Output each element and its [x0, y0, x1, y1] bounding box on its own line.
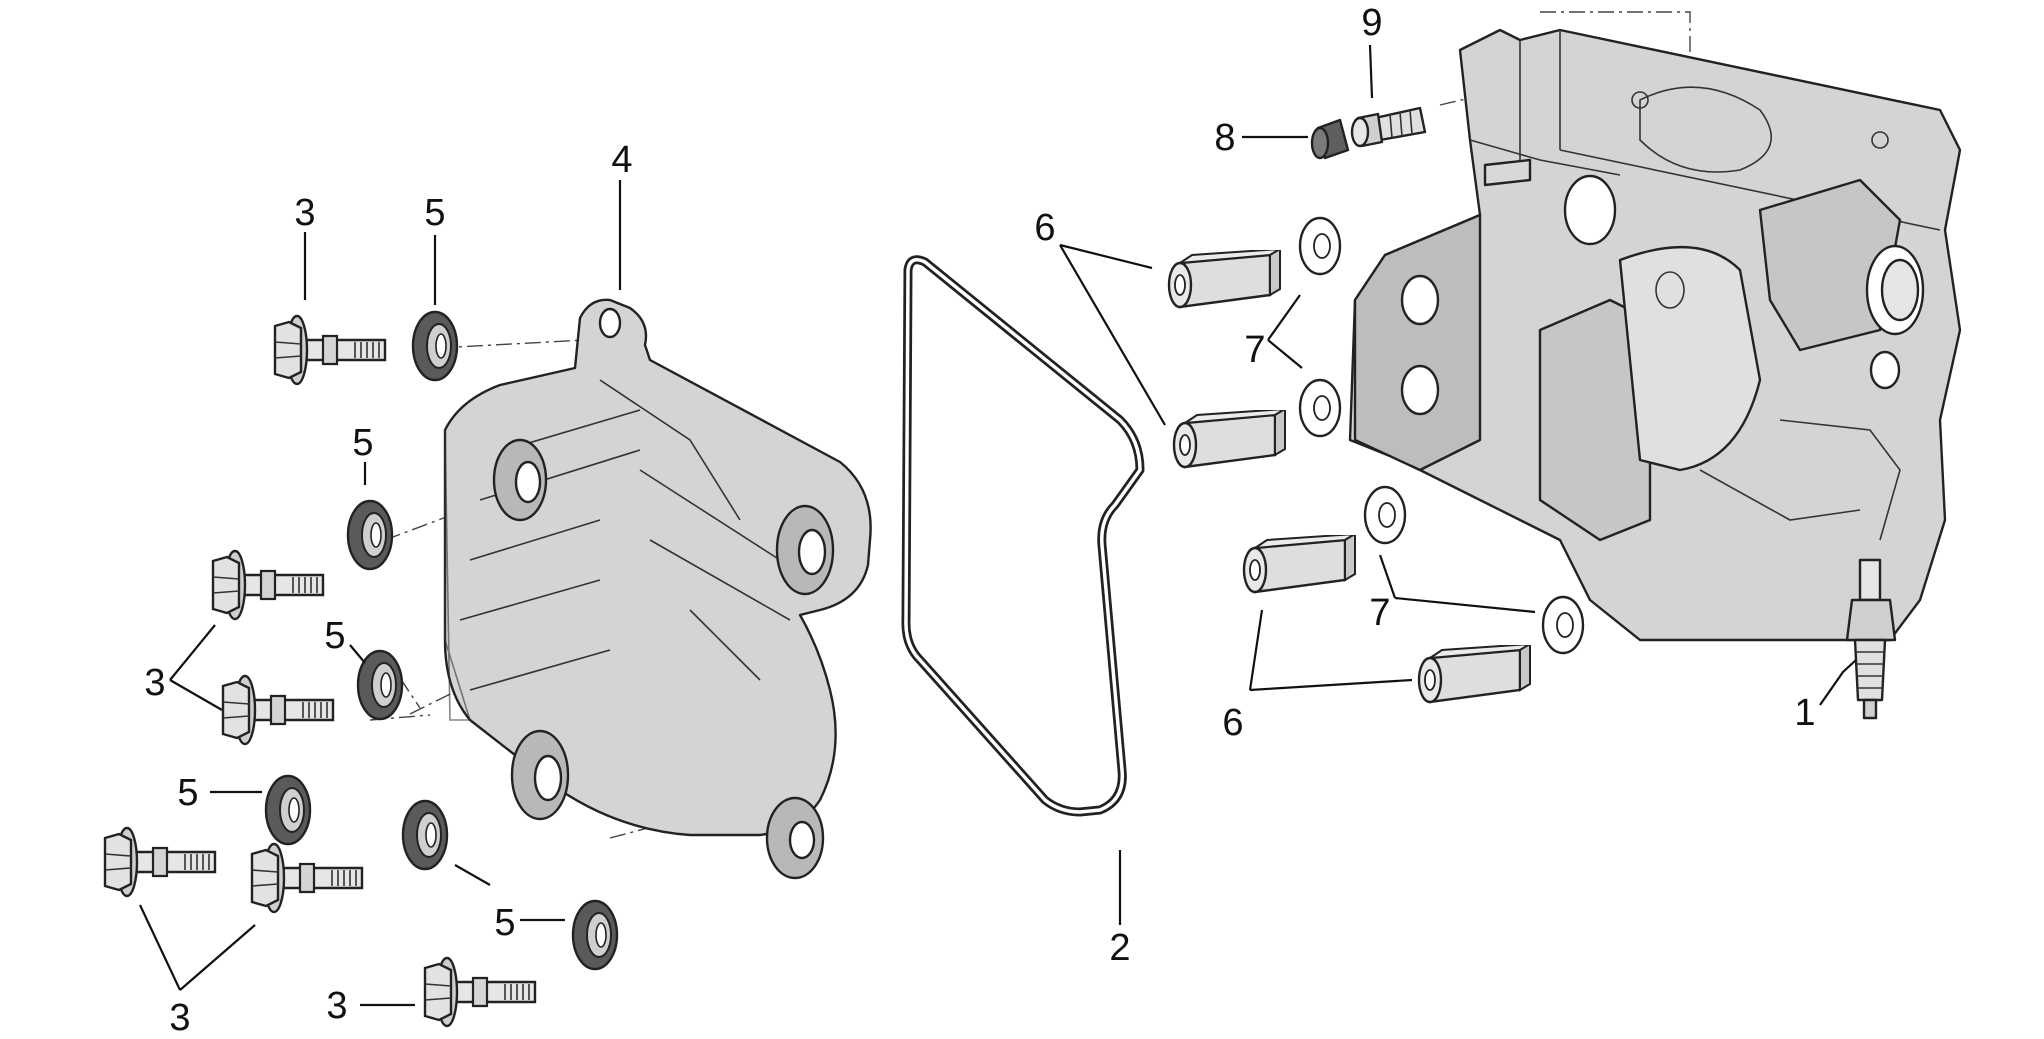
callout-1: 1	[1794, 692, 1815, 734]
callout-3-left: 3	[144, 662, 165, 704]
callout-5-upper-left: 5	[352, 422, 373, 464]
head-cover	[443, 298, 872, 880]
callout-labels: 1 2 3 3 3 3 4 5 5 5 5 5 6 6 7 7 8 9	[144, 2, 1815, 1039]
callout-7-upper: 7	[1244, 329, 1265, 371]
callout-6-upper: 6	[1034, 207, 1055, 249]
callout-5-middle-left: 5	[324, 615, 345, 657]
callout-2: 2	[1109, 927, 1130, 969]
callout-3-top: 3	[294, 192, 315, 234]
callout-4: 4	[611, 139, 632, 181]
callout-7-lower: 7	[1369, 592, 1390, 634]
leader-lines	[139, 44, 1857, 1007]
spark-plug	[1845, 558, 1897, 720]
bleed-cap	[1310, 118, 1350, 160]
gasket	[901, 255, 1145, 817]
bleed-screw	[1350, 106, 1427, 148]
callout-5-top: 5	[424, 192, 445, 234]
callout-5-lower-left: 5	[177, 772, 198, 814]
callout-9: 9	[1361, 2, 1382, 44]
callout-3-lower: 3	[169, 997, 190, 1039]
callout-6-lower: 6	[1222, 702, 1243, 744]
callout-5-bottom: 5	[494, 902, 515, 944]
cylinder-head	[1348, 28, 1962, 642]
callout-3-bottom: 3	[326, 985, 347, 1027]
callout-8: 8	[1214, 117, 1235, 159]
